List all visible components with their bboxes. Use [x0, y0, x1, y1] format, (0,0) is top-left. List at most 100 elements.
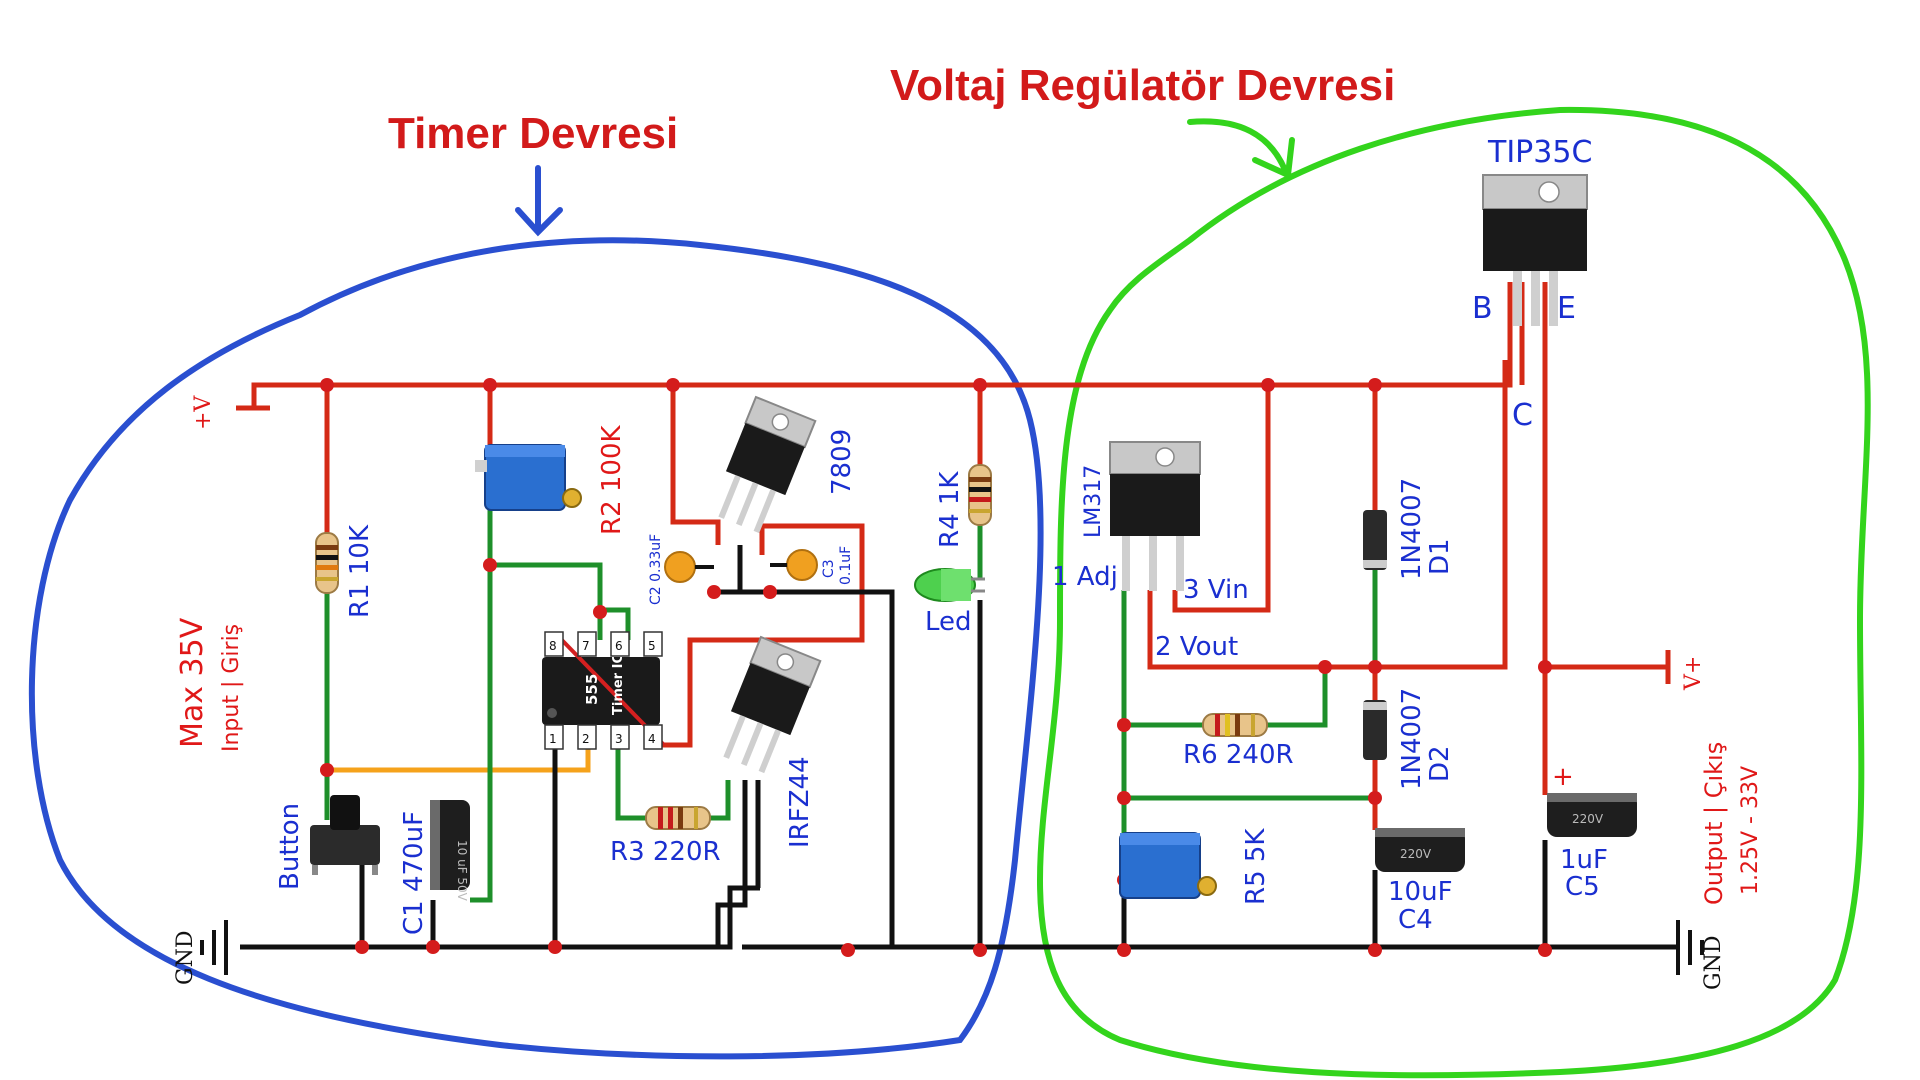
- lm317-vout-label: 2 Vout: [1155, 632, 1238, 662]
- junction: [1368, 660, 1382, 674]
- ic-pin-label: 7: [582, 639, 590, 653]
- ic-pin-label: 2: [582, 732, 590, 746]
- c1-body-text: 10 uF 50V: [455, 840, 469, 902]
- mosfet-label: IRFZ44: [785, 756, 815, 848]
- ic-555: 555 Timer IC: [542, 633, 666, 747]
- vin-rail: [251, 282, 1513, 408]
- gnd-left-label: GND: [173, 931, 198, 985]
- r5-label: R5 5K: [1241, 828, 1271, 905]
- junction: [1117, 943, 1131, 957]
- wire-tip-e: [1542, 282, 1668, 670]
- wire-r6-vout: [1265, 667, 1328, 728]
- junction: [320, 378, 334, 392]
- junction: [973, 378, 987, 392]
- gnd-rail-left: [240, 885, 760, 950]
- regulator-lm317: [1109, 441, 1201, 591]
- c4-body-text: 220V: [1400, 847, 1432, 861]
- capacitor-c4: 220V: [1375, 828, 1465, 872]
- ic-pin: [577, 631, 597, 657]
- junction: [426, 940, 440, 954]
- lm317-label: LM317: [1081, 465, 1106, 538]
- vout-label: V+: [1681, 656, 1706, 691]
- junction: [1368, 378, 1382, 392]
- junction: [593, 605, 607, 619]
- ic-pin-label: 4: [648, 732, 656, 746]
- ic-pins-top: 8 7 6 5: [544, 631, 663, 657]
- r1-label: R1 10K: [345, 524, 375, 618]
- resistor-r3: [645, 806, 711, 830]
- regulator-7809: [718, 395, 817, 534]
- junction: [841, 943, 855, 957]
- resistor-r6: [1202, 713, 1268, 737]
- vin-label: +V: [191, 395, 216, 430]
- output-range-label: 1.25V - 33V: [1738, 766, 1763, 895]
- r3-label: R3 220R: [610, 837, 721, 867]
- junction: [1318, 660, 1332, 674]
- c5-value-label: 1uF: [1560, 845, 1608, 875]
- junction: [1117, 791, 1131, 805]
- ic-sub-label: Timer IC: [611, 654, 626, 715]
- c3-label: C3: [821, 559, 837, 578]
- diode-d1: [1363, 510, 1387, 570]
- junction: [707, 585, 721, 599]
- timer-title-arrow: [515, 165, 563, 237]
- gnd-symbol-left: [200, 920, 228, 975]
- ic-pin: [643, 724, 663, 750]
- ic-pin: [544, 631, 564, 657]
- junction: [763, 585, 777, 599]
- ic-pin: [610, 631, 630, 657]
- wire-lm317-vin: [1172, 385, 1271, 613]
- wire-7809-in: [670, 385, 721, 545]
- capacitor-c3: [770, 549, 818, 581]
- ic-pin-label: 8: [549, 639, 557, 653]
- ic-pin: [544, 724, 564, 750]
- junction: [1368, 943, 1382, 957]
- c5-name-label: C5: [1565, 872, 1600, 902]
- junction: [1117, 718, 1131, 732]
- wire-7809-gnd: [737, 545, 895, 947]
- button-label: Button: [275, 803, 305, 890]
- wire-lm317-vout: [1147, 360, 1508, 670]
- resistor-r4: [968, 464, 992, 526]
- junction: [320, 763, 334, 777]
- junction: [1261, 378, 1275, 392]
- junction: [548, 940, 562, 954]
- resistor-r1: [315, 532, 339, 594]
- wire-pin3-r3: [615, 745, 648, 821]
- diode-d2: [1363, 700, 1387, 760]
- ic-label: 555: [583, 674, 601, 705]
- d2-name-label: D2: [1425, 745, 1455, 782]
- ic-pin-label: 3: [615, 732, 623, 746]
- junctions: [320, 378, 1552, 957]
- input-max-label: Max 35V: [175, 617, 210, 748]
- timer-section-title: Timer Devresi: [388, 109, 678, 158]
- r4-label: R4 1K: [935, 471, 965, 548]
- gnd-symbol-right: [1676, 920, 1704, 975]
- junction: [483, 378, 497, 392]
- r2-label: R2 100K: [597, 425, 627, 535]
- input-label: Input | Giriş: [219, 624, 244, 752]
- transistor-tip35c: [1482, 174, 1588, 326]
- wire-mosfet-drain: [715, 780, 748, 947]
- tip35c-label: TIP35C: [1487, 135, 1592, 170]
- lm317-adj-label: 1 Adj: [1052, 562, 1118, 592]
- trimmer-r5: [1119, 832, 1217, 899]
- c4-value-label: 10uF: [1388, 877, 1453, 907]
- lm317-vin-label: 3 Vin: [1183, 575, 1249, 605]
- junction: [355, 940, 369, 954]
- wire-r3-gate: [710, 780, 731, 821]
- capacitor-c2: [664, 551, 714, 583]
- d1-part-label: 1N4007: [1397, 478, 1427, 580]
- r6-label: R6 240R: [1183, 740, 1294, 770]
- junction: [483, 558, 497, 572]
- ic-pin-label: 1: [549, 732, 557, 746]
- capacitor-c5: 220V: [1547, 793, 1637, 837]
- capacitor-c1: 10 uF 50V: [430, 800, 470, 902]
- c1-label: C1 470uF: [399, 811, 429, 935]
- mosfet-irfz44: [723, 635, 822, 774]
- ic-pin-label: 6: [615, 639, 623, 653]
- junction: [1538, 660, 1552, 674]
- c5-body-text: 220V: [1572, 812, 1604, 826]
- d1-name-label: D1: [1425, 538, 1455, 575]
